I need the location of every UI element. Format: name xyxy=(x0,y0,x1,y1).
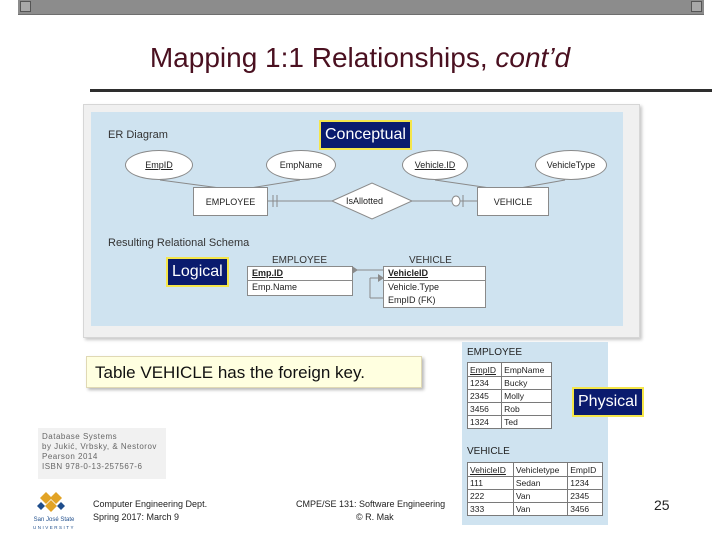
attribute-vehicletype: VehicleType xyxy=(535,150,607,180)
physical-employee-title: EMPLOYEE xyxy=(467,347,523,358)
svg-text:San José State: San José State xyxy=(34,517,75,523)
citation-box: Database Systems by Jukić, Vrbsky, & Nes… xyxy=(38,428,166,479)
title-italic-text: cont’d xyxy=(495,42,571,73)
schema-vehicle-fk: EmpID (FK) xyxy=(388,295,436,305)
er-heading: ER Diagram xyxy=(108,129,168,141)
schema-vehicle-col: Vehicle.Type xyxy=(388,282,440,292)
schema-vehicle-table: VehicleID Vehicle.Type EmpID (FK) xyxy=(383,266,486,308)
attribute-vehicleid: Vehicle.ID xyxy=(402,150,468,180)
footer-author: © R. Mak xyxy=(356,512,394,522)
physical-callout: Physical xyxy=(572,387,644,417)
entity-employee: EMPLOYEE xyxy=(193,187,268,216)
column-header: EmpID xyxy=(567,462,603,477)
schema-employee-pk: Emp.ID xyxy=(248,267,352,281)
top-bar xyxy=(18,0,704,15)
column-header: Vehicletype xyxy=(512,462,569,477)
schema-employee-col: Emp.Name xyxy=(252,282,298,292)
svg-text:UNIVERSITY: UNIVERSITY xyxy=(33,525,75,530)
physical-vehicle-title: VEHICLE xyxy=(467,446,510,457)
citation-line: Database Systems xyxy=(42,432,118,441)
relationship-label: IsAllotted xyxy=(346,196,384,206)
citation-line: ISBN 978-0-13-257567-6 xyxy=(42,462,143,471)
conceptual-callout: Conceptual xyxy=(319,120,412,150)
attribute-empid: EmpID xyxy=(125,150,193,180)
citation-line: Pearson 2014 xyxy=(42,452,98,461)
footer-dept: Computer Engineering Dept. xyxy=(93,499,208,509)
title-rule xyxy=(90,89,712,92)
foreign-key-note: Table VEHICLE has the foreign key. xyxy=(86,356,422,388)
square-icon xyxy=(20,1,31,12)
schema-employee-label: EMPLOYEE xyxy=(272,255,328,266)
column-header: VehicleID xyxy=(467,462,514,477)
schema-heading: Resulting Relational Schema xyxy=(108,237,250,249)
table-header-row: EmpID EmpName xyxy=(466,362,552,377)
schema-vehicle-label: VEHICLE xyxy=(409,255,452,266)
table-header-row: VehicleID Vehicletype EmpID xyxy=(467,462,603,477)
logical-callout: Logical xyxy=(166,257,229,287)
slide-title: Mapping 1:1 Relationships, cont’d xyxy=(0,42,720,74)
square-icon xyxy=(691,1,702,12)
schema-employee-table: Emp.ID Emp.Name xyxy=(247,266,353,296)
attribute-empname: EmpName xyxy=(266,150,336,180)
university-logo: San José State UNIVERSITY xyxy=(33,492,75,530)
title-text: Mapping 1:1 Relationships, xyxy=(149,42,496,73)
page-number: 25 xyxy=(654,497,670,513)
column-header: EmpName xyxy=(501,362,552,377)
footer-term: Spring 2017: March 9 xyxy=(93,512,180,522)
schema-vehicle-pk: VehicleID xyxy=(384,267,485,281)
citation-line: by Jukić, Vrbsky, & Nestorov xyxy=(42,442,157,451)
entity-vehicle: VEHICLE xyxy=(477,187,549,216)
footer-course: CMPE/SE 131: Software Engineering xyxy=(296,499,446,509)
column-header: EmpID xyxy=(466,362,503,377)
